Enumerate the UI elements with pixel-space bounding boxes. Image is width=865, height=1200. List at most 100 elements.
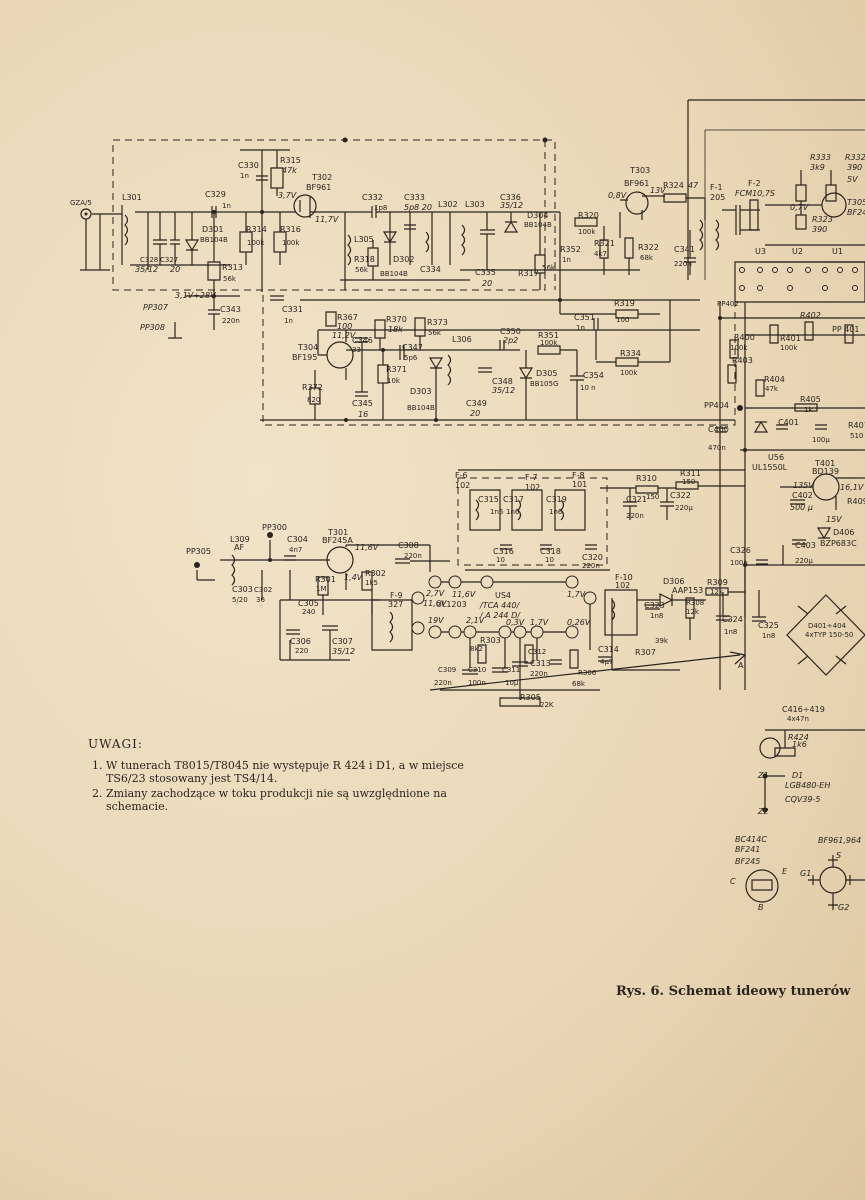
- label-d301-type: BB104B: [200, 236, 228, 244]
- label-f8-value: 101: [572, 480, 587, 489]
- label-d304-type: BB104B: [524, 221, 552, 229]
- label-bf961-984: BF961,964: [818, 836, 861, 845]
- label-c341-value: 220n: [674, 260, 692, 268]
- label-c302-value: 36: [256, 596, 265, 604]
- label-c327-value: 20: [170, 265, 180, 274]
- label-pin-e: E: [782, 867, 788, 876]
- label-t303: T303: [629, 166, 650, 175]
- label-l309-type: AF: [234, 543, 244, 552]
- notes-list: W tunerach T8015/T8045 nie występuje R 4…: [88, 759, 468, 813]
- label-c304-value: 4n7: [289, 546, 302, 554]
- label-c351-value: 1n: [576, 324, 585, 332]
- label-r319: R319: [614, 299, 635, 308]
- label-c309-value: 220n: [434, 679, 452, 687]
- label-c349: C349: [466, 399, 487, 408]
- t301-am-input: [194, 532, 450, 661]
- label-r367-value: 100: [337, 322, 352, 331]
- label-c350: C350: [500, 327, 521, 336]
- label-c323: C323: [644, 601, 665, 610]
- label-tca440: /TCA 440/: [479, 601, 520, 610]
- label-c348-value: 35/12: [492, 386, 515, 395]
- label-r310: R310: [636, 474, 657, 483]
- label-r324: R324: [663, 181, 684, 190]
- label-c303: C303: [232, 585, 253, 594]
- notes-block: UWAGI: W tunerach T8015/T8045 nie występ…: [88, 738, 468, 815]
- label-r303: R303: [480, 636, 501, 645]
- label-c347: C347: [402, 343, 423, 352]
- label-pin-b: B: [758, 903, 764, 912]
- label-r424: R424: [788, 733, 809, 742]
- label-r405-value: 1k: [804, 406, 813, 414]
- label-c347-value: 5p6: [404, 354, 418, 362]
- label-f7-value: 102: [525, 483, 540, 492]
- label-r315: R315: [280, 156, 301, 165]
- antenna-input-section: [80, 205, 260, 339]
- label-c332: C332: [362, 193, 383, 202]
- label-f10-value: 102: [615, 581, 630, 590]
- label-u56-type: UL1550L: [752, 463, 788, 472]
- label-c343: C343: [220, 305, 241, 314]
- label-c316-value: 10: [496, 556, 505, 564]
- label-c319: C319: [546, 495, 567, 504]
- label-c400: C400: [708, 425, 729, 434]
- label-d306-type: AAP153: [672, 586, 703, 595]
- label-r332-value: 390: [847, 163, 862, 172]
- label-r323: R323: [812, 215, 833, 224]
- label-c313-value: 220n: [530, 670, 548, 678]
- label-f10: F-10: [615, 573, 633, 582]
- junction-nodes: [212, 137, 747, 567]
- label-r352-value: 1n: [562, 256, 571, 264]
- label-r303-value: 8k2: [470, 645, 483, 653]
- label-r372-value: 820: [307, 396, 320, 404]
- label-t304-volt: 11,2V: [332, 331, 356, 340]
- label-t305: T305: [847, 198, 865, 207]
- label-volt-026: 0,26V: [567, 618, 591, 627]
- label-t302-volt2: 11,7V: [315, 215, 339, 224]
- label-c346: C346: [352, 336, 373, 345]
- label-c349-value: 20: [470, 409, 480, 418]
- label-c318-value: 10: [545, 556, 554, 564]
- label-r400: R400: [734, 333, 755, 342]
- label-c321: C321: [626, 495, 647, 504]
- label-d401-type: 4xTYP 150-50: [805, 631, 853, 639]
- label-c345: C345: [352, 399, 373, 408]
- label-l305: L305: [354, 235, 374, 244]
- label-c400-value: 470n: [708, 444, 726, 452]
- label-t303-type: BF961: [624, 179, 649, 188]
- label-d406-type: BZP683C: [820, 539, 857, 548]
- label-t301: T301: [327, 528, 348, 537]
- label-t301-volt2: 1,4V: [344, 573, 363, 582]
- label-supply-volt: 3,1V÷28V: [175, 291, 216, 300]
- label-f9: F-9: [390, 591, 403, 600]
- label-r317: R317: [518, 269, 539, 278]
- label-l306: L306: [452, 335, 472, 344]
- label-f1-value: 205: [710, 193, 725, 202]
- label-r306-value: 68k: [572, 680, 586, 688]
- label-c306-value: 220: [295, 647, 308, 655]
- label-pp305: PP305: [186, 547, 211, 556]
- component-labels: GZA/5 L301 C328 C327 35/12 20 D301 BB104…: [70, 153, 865, 912]
- label-r403: R403: [732, 356, 753, 365]
- label-d304: D304: [527, 211, 548, 220]
- label-r307: R307: [635, 648, 656, 657]
- note-item-1: W tunerach T8015/T8045 nie występuje R 4…: [106, 759, 468, 785]
- label-c305: C305: [298, 599, 319, 608]
- label-r400-value: 100k: [730, 344, 748, 352]
- label-c313: C313: [530, 659, 551, 668]
- label-c336: C336: [500, 193, 521, 202]
- label-c306: C306: [290, 637, 311, 646]
- label-c346-value: 33: [352, 346, 361, 354]
- label-c401: C401: [778, 418, 799, 427]
- label-c334: C334: [420, 265, 441, 274]
- label-r314-value: 100k: [247, 239, 265, 247]
- label-r371-value: 10k: [387, 377, 401, 385]
- label-r305-value: 22K: [540, 701, 554, 709]
- label-c314: C314: [598, 645, 619, 654]
- label-r309-value: 12k: [710, 588, 724, 596]
- label-z2: Z2: [757, 807, 769, 816]
- label-c324: C324: [722, 615, 743, 624]
- label-d302: D302: [393, 255, 414, 264]
- label-c402: C402: [792, 491, 813, 500]
- label-f9-value: 327: [388, 600, 403, 609]
- label-t401-volt2: 16,1V: [840, 483, 864, 492]
